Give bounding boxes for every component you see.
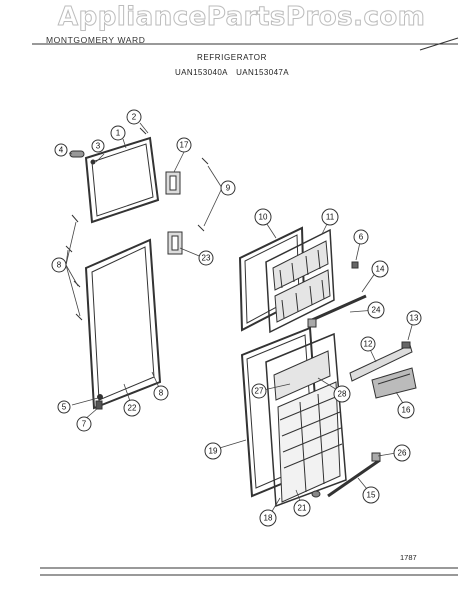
callout-13: 13 xyxy=(410,314,419,323)
hinge-pin-part xyxy=(95,400,103,410)
fresh-food-door-gasket xyxy=(84,238,162,410)
callout-16: 16 xyxy=(402,406,411,415)
screw-part xyxy=(90,159,96,165)
dairy-compartment xyxy=(371,367,417,399)
callout-8: 8 xyxy=(57,261,62,270)
washer-part xyxy=(97,394,103,400)
callout-28: 28 xyxy=(338,390,347,399)
callout-3: 3 xyxy=(96,142,101,151)
callout-10: 10 xyxy=(259,213,268,222)
callout-27: 27 xyxy=(255,387,264,396)
page-code: 1787 xyxy=(400,553,417,562)
freezer-door-assembly xyxy=(238,226,335,334)
header-slash xyxy=(419,37,459,51)
callout-1: 1 xyxy=(116,129,121,138)
fresh-food-shelf-bar xyxy=(311,452,381,498)
freezer-door-gasket xyxy=(84,136,160,224)
callout-4: 4 xyxy=(59,146,64,155)
cap-part xyxy=(351,261,359,269)
callout-11: 11 xyxy=(326,213,335,222)
callout-23: 23 xyxy=(202,254,211,263)
model-numbers: UAN153040A UAN153047A xyxy=(174,68,290,77)
door-shelf xyxy=(349,341,413,382)
callout-22: 22 xyxy=(128,404,137,413)
callout-24: 24 xyxy=(372,306,381,315)
callout-7: 7 xyxy=(82,420,87,429)
callout-15: 15 xyxy=(367,491,376,500)
callout-19: 19 xyxy=(209,447,218,456)
watermark: AppliancePartsPros.com xyxy=(57,2,426,33)
fresh-food-door-assembly xyxy=(240,326,347,508)
hinge-lower xyxy=(167,231,183,255)
hinge-upper xyxy=(165,171,181,195)
callout-2: 2 xyxy=(132,113,137,122)
callout-26: 26 xyxy=(398,449,407,458)
callout-6: 6 xyxy=(359,233,364,242)
callout-9: 9 xyxy=(226,184,231,193)
freezer-shelf-bar xyxy=(307,294,367,328)
callout-14: 14 xyxy=(376,265,385,274)
callout-12: 12 xyxy=(364,340,373,349)
callout-5: 5 xyxy=(62,403,67,412)
brand-label: MONTGOMERY WARD xyxy=(46,35,146,45)
appliance-title: REFRIGERATOR xyxy=(196,53,268,62)
callout-18: 18 xyxy=(264,514,273,523)
door-stop-part xyxy=(69,150,85,158)
callout-8: 8 xyxy=(159,389,164,398)
callout-17: 17 xyxy=(180,141,189,150)
callout-21: 21 xyxy=(298,504,307,513)
screw-line xyxy=(71,214,79,223)
